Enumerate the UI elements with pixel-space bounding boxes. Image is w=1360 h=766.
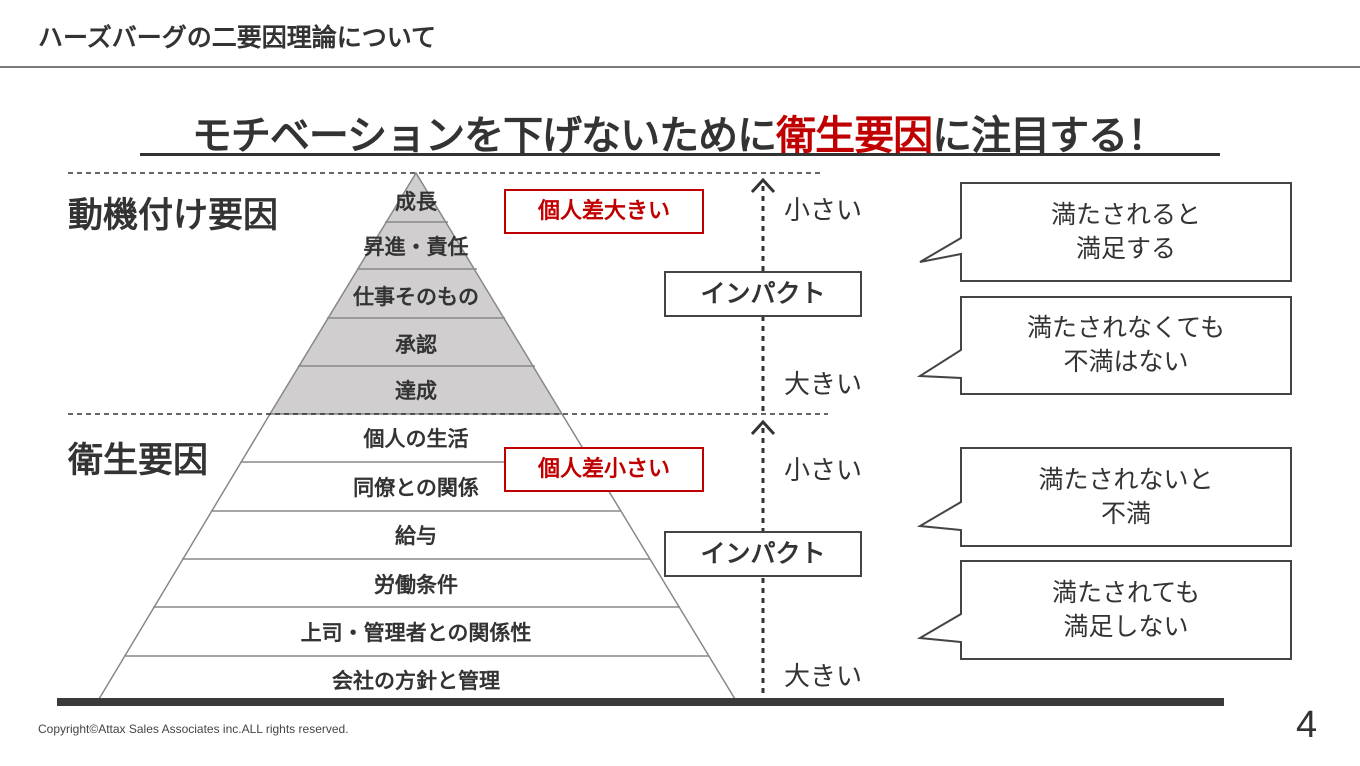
hygiene-tier-label: 給与: [395, 524, 437, 548]
hygiene-arrowhead: [750, 419, 776, 436]
callout-line: 満たされないと: [1038, 465, 1214, 494]
hygiene-tier-label: 個人の生活: [363, 427, 469, 451]
motivator-tier-label: 仕事そのもの: [353, 285, 479, 309]
callout-line: 不満はない: [1063, 347, 1189, 376]
slide-header-title: ハーズバーグの二要因理論について: [38, 23, 437, 52]
page-number: 4: [1296, 704, 1318, 746]
motivator-tier-label: 昇進・責任: [363, 235, 469, 259]
baseline: [57, 698, 1224, 706]
motivator-impact-box: インパクト: [664, 271, 862, 317]
callout-line: 不満: [1100, 499, 1151, 528]
callout-text: 満たされると 満足する: [961, 198, 1291, 266]
motivator-tier-label: 承認: [395, 333, 437, 357]
hygiene-scale-large: 大きい: [784, 662, 863, 692]
motivators-label: 動機付け要因: [68, 196, 279, 236]
callout-line: 満たされると: [1050, 200, 1201, 229]
main-title-highlight: 衛生要因: [776, 113, 933, 159]
header-divider: [0, 66, 1360, 68]
individual-difference-small-box: 個人差小さい: [504, 447, 704, 492]
callout-text: 満たされなくても 不満はない: [961, 311, 1291, 379]
callout-bubble: [916, 296, 1292, 395]
main-title-underline: [140, 153, 1220, 156]
callout-bubble: [919, 182, 1292, 282]
hygiene-tier-label: 労働条件: [374, 573, 458, 597]
callout-line: 満足しない: [1063, 612, 1189, 641]
callout-bubble: [916, 560, 1292, 660]
main-title-suffix: に注目する！: [932, 113, 1167, 159]
motivator-scale-small: 小さい: [784, 196, 863, 226]
callout-line: 満たされなくても: [1026, 313, 1225, 342]
main-title: モチベーションを下げないために衛生要因に注目する！: [140, 103, 1218, 161]
hygiene-impact-box: インパクト: [664, 531, 862, 577]
callout-bubble: [916, 447, 1292, 547]
callout-text: 満たされないと 不満: [961, 463, 1291, 531]
callout-text: 満たされても 満足しない: [961, 576, 1291, 644]
hygiene-tier-label: 上司・管理者との関係性: [300, 621, 532, 645]
motivator-tier-label: 成長: [395, 190, 437, 214]
callout-line: 満足する: [1075, 234, 1176, 263]
hygiene-tier-label: 同僚との関係: [353, 476, 479, 500]
hygiene-tier-label: 会社の方針と管理: [332, 669, 500, 693]
individual-difference-large-box: 個人差大きい: [504, 189, 704, 234]
hygiene-label: 衛生要因: [68, 441, 209, 481]
main-title-prefix: モチベーションを下げないために: [191, 113, 777, 159]
motivator-arrowhead: [750, 177, 776, 194]
copyright-notice: Copyright©Attax Sales Associates inc.ALL…: [38, 722, 349, 736]
motivator-scale-large: 大きい: [784, 370, 863, 400]
callout-line: 満たされても: [1051, 578, 1200, 607]
hygiene-scale-small: 小さい: [784, 456, 863, 486]
motivator-tier-label: 達成: [395, 379, 437, 403]
